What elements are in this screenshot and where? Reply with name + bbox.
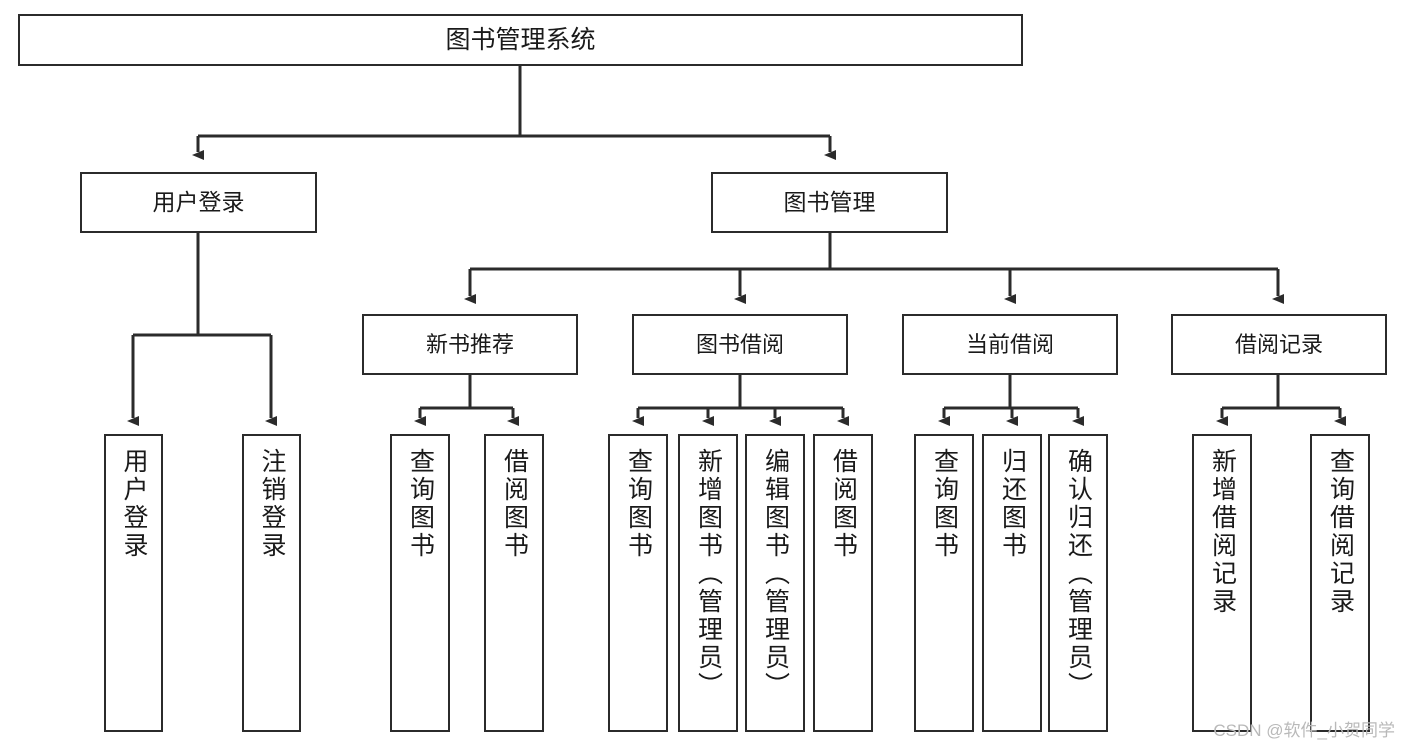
node-label: 编辑图书（管理员）: [761, 448, 790, 700]
node-leaf-logout-login[interactable]: 注销登录: [242, 434, 301, 732]
node-leaf-query-book-1[interactable]: 查询图书: [390, 434, 450, 732]
node-label: 图书借阅: [695, 331, 784, 357]
node-label: 查询图书: [406, 448, 435, 560]
node-root-book-management-system[interactable]: 图书管理系统: [18, 14, 1023, 66]
node-new-book-recommend[interactable]: 新书推荐: [362, 314, 578, 375]
node-leaf-borrow-book-1[interactable]: 借阅图书: [484, 434, 544, 732]
node-leaf-query-book-2[interactable]: 查询图书: [608, 434, 668, 732]
node-leaf-query-record[interactable]: 查询借阅记录: [1310, 434, 1370, 732]
node-user-login[interactable]: 用户登录: [80, 172, 317, 233]
node-label: 查询图书: [624, 448, 653, 560]
node-label: 归还图书: [998, 448, 1027, 560]
node-label: 图书管理系统: [445, 25, 596, 54]
node-label: 借阅图书: [829, 448, 858, 560]
node-label: 借阅图书: [500, 448, 529, 560]
node-label: 查询借阅记录: [1326, 448, 1355, 616]
node-label: 新增借阅记录: [1208, 448, 1237, 616]
node-book-management[interactable]: 图书管理: [711, 172, 948, 233]
node-leaf-return-book[interactable]: 归还图书: [982, 434, 1042, 732]
node-label: 注销登录: [258, 448, 286, 560]
node-label: 新增图书（管理员）: [694, 448, 723, 700]
node-label: 借阅记录: [1234, 331, 1323, 357]
node-label: 确认归还（管理员）: [1064, 448, 1093, 700]
node-leaf-user-login[interactable]: 用户登录: [104, 434, 163, 732]
node-leaf-query-book-3[interactable]: 查询图书: [914, 434, 974, 732]
node-label: 当前借阅: [965, 331, 1054, 357]
node-label: 图书管理: [783, 189, 876, 216]
node-label: 用户登录: [120, 448, 148, 560]
node-label: 新书推荐: [425, 331, 514, 357]
node-leaf-borrow-book-2[interactable]: 借阅图书: [813, 434, 873, 732]
node-book-borrow[interactable]: 图书借阅: [632, 314, 848, 375]
node-leaf-edit-book[interactable]: 编辑图书（管理员）: [745, 434, 805, 732]
node-label: 查询图书: [930, 448, 959, 560]
node-current-borrow[interactable]: 当前借阅: [902, 314, 1118, 375]
watermark-text: CSDN @软件_小贺同学: [1213, 721, 1395, 740]
node-leaf-confirm-return[interactable]: 确认归还（管理员）: [1048, 434, 1108, 732]
node-leaf-add-record[interactable]: 新增借阅记录: [1192, 434, 1252, 732]
node-leaf-add-book[interactable]: 新增图书（管理员）: [678, 434, 738, 732]
node-label: 用户登录: [152, 189, 245, 216]
node-borrow-record[interactable]: 借阅记录: [1171, 314, 1387, 375]
